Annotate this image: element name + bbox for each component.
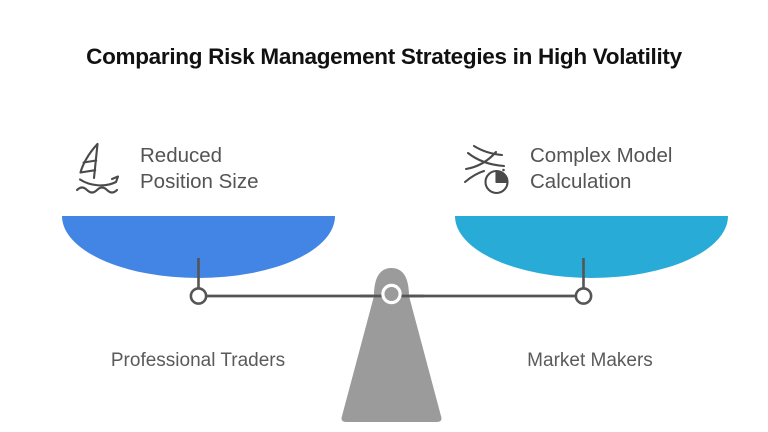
right-strategy-label: Complex Model Calculation <box>530 144 673 193</box>
right-hanger-ring <box>574 287 593 305</box>
right-pan-bowl <box>455 216 728 278</box>
page-title: Comparing Risk Management Strategies in … <box>86 44 682 69</box>
sailboat-icon <box>75 142 120 194</box>
left-hanger-ring <box>189 287 208 305</box>
right-actor-label: Market Makers <box>527 350 653 371</box>
left-actor-label: Professional Traders <box>110 350 286 371</box>
left-strategy-label: Reduced Position Size <box>140 144 259 193</box>
pivot-ring <box>381 283 402 305</box>
analytics-pie-chart-icon <box>463 144 509 195</box>
left-pan-bowl <box>62 216 335 278</box>
right-strategy-block: Complex Model Calculation <box>462 138 672 200</box>
fulcrum <box>341 268 442 422</box>
left-strategy-block: Reduced Position Size <box>72 138 259 200</box>
